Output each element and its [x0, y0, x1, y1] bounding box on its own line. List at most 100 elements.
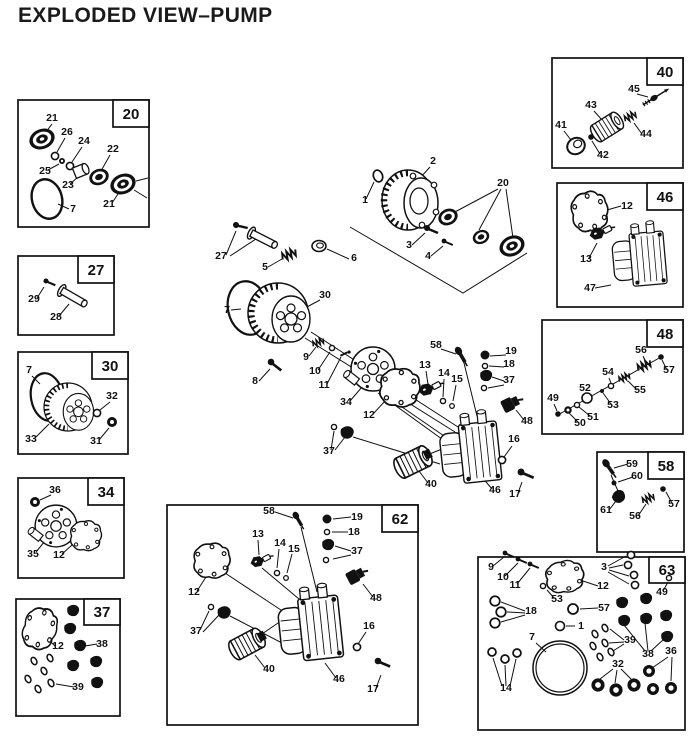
- detail-box-40: 40 41 42 43 44 45: [551, 57, 684, 169]
- callout-56: 56: [635, 344, 647, 356]
- callout-30: 30: [319, 289, 331, 301]
- part-32-rings: [591, 678, 641, 697]
- callout-40: 40: [425, 478, 437, 490]
- callout-11: 11: [509, 579, 520, 591]
- detail-box-20: 20 21 26 24 22 25 23 7 21: [17, 99, 150, 228]
- callout-27: 27: [215, 250, 227, 262]
- callout-18: 18: [503, 358, 515, 370]
- box30-label-box: [91, 351, 129, 380]
- box48-frame: [541, 319, 684, 435]
- detail-box-34: 34 36 35 12: [17, 477, 125, 579]
- callout-10: 10: [497, 571, 509, 583]
- part-10-washer: [328, 344, 336, 352]
- part-7-oring: [532, 640, 588, 696]
- callout-33: 33: [25, 433, 37, 445]
- callout-12: 12: [363, 409, 375, 421]
- leader-lines: [563, 93, 649, 155]
- callout-26: 26: [61, 126, 73, 138]
- part-9-10-11-bolts: [501, 549, 540, 569]
- callout-35: 35: [27, 548, 39, 560]
- callout-60: 60: [631, 470, 643, 482]
- part-33-pump-housing: [44, 383, 94, 431]
- callout-16: 16: [508, 433, 520, 445]
- callout-14: 14: [500, 682, 512, 694]
- box46-label-box: [646, 182, 684, 211]
- callout-43: 43: [585, 99, 597, 111]
- part-56-spring: [634, 357, 654, 374]
- part-47-manifold: [609, 219, 668, 289]
- part-58-valve-stem: [290, 509, 308, 532]
- callout-16: 16: [363, 620, 375, 632]
- part-37-valve-left: [207, 603, 231, 619]
- callout-40: 40: [263, 663, 275, 675]
- part-17-bolt: [373, 656, 392, 668]
- part-14-ring: [439, 397, 447, 405]
- part-50-ring: [564, 406, 572, 414]
- callout-1: 1: [362, 194, 368, 206]
- part-15-ring: [449, 403, 455, 409]
- callout-32: 32: [612, 658, 624, 670]
- box40-frame: [551, 57, 684, 169]
- part-37-valve-left: [330, 423, 354, 439]
- callout-58: 58: [263, 505, 275, 517]
- callout-50: 50: [574, 417, 586, 429]
- part-48-plug: [498, 391, 527, 415]
- part-1-oring: [372, 169, 384, 183]
- part-21b-seal: [107, 169, 139, 199]
- callout-49: 49: [656, 586, 668, 598]
- callout-7: 7: [70, 203, 76, 215]
- part-36-grommet: [30, 497, 40, 507]
- leader-lines: [608, 463, 673, 517]
- detail-box-37: 37 12 38 39: [15, 598, 121, 717]
- part-37-valve-right: [322, 538, 335, 564]
- callout-46: 46: [489, 484, 501, 496]
- part-26-ring: [50, 151, 60, 161]
- part-19-cap: [480, 350, 490, 360]
- part-40-knob: [225, 625, 269, 663]
- box40-label: 40: [657, 64, 674, 81]
- part-32-ring: [92, 408, 102, 418]
- callout-36: 36: [665, 645, 677, 657]
- part-30-pump-housing: [248, 283, 310, 343]
- box20-label: 20: [123, 106, 140, 123]
- part-48-plug: [343, 562, 372, 587]
- callout-5: 5: [262, 261, 268, 273]
- callout-21b: 21: [103, 198, 115, 210]
- callout-22: 22: [107, 143, 119, 155]
- callout-52: 52: [579, 382, 591, 394]
- callout-57: 57: [668, 498, 680, 510]
- part-28-rod: [55, 282, 91, 312]
- callout-3: 3: [601, 561, 607, 573]
- box27-frame: [17, 255, 115, 336]
- callout-47: 47: [584, 282, 596, 294]
- callout-28: 28: [50, 311, 62, 323]
- part-19-cap: [322, 514, 332, 524]
- callout-20: 20: [497, 177, 509, 189]
- part-31-plug: [107, 417, 117, 427]
- part-16-ring: [497, 455, 507, 465]
- callout-58: 58: [430, 339, 442, 351]
- part-23-piston: [71, 161, 92, 179]
- detail-box-58: 58 59 60 61 56 57: [596, 451, 685, 553]
- callout-42: 42: [597, 149, 609, 161]
- leader-lines: [31, 375, 111, 441]
- callout-15: 15: [451, 373, 463, 385]
- part-57-ball: [658, 354, 664, 360]
- callout-39: 39: [624, 634, 636, 646]
- part-18-ring: [323, 528, 331, 536]
- callout-48: 48: [370, 592, 382, 604]
- callout-37b: 37: [503, 374, 515, 386]
- callout-44: 44: [640, 128, 652, 140]
- part-60-ball: [611, 480, 617, 486]
- leader-lines: [492, 555, 673, 687]
- leader-lines: [225, 166, 528, 494]
- part-46-manifold: [274, 581, 345, 664]
- part-25-ring: [59, 158, 65, 164]
- part-41-cap: [563, 133, 589, 159]
- box30-frame: [17, 351, 129, 455]
- box62-frame: [166, 504, 419, 726]
- box48-label-box: [646, 319, 684, 348]
- detail-box-27: 27 29 28: [17, 255, 115, 336]
- part-40-knob: [390, 443, 436, 481]
